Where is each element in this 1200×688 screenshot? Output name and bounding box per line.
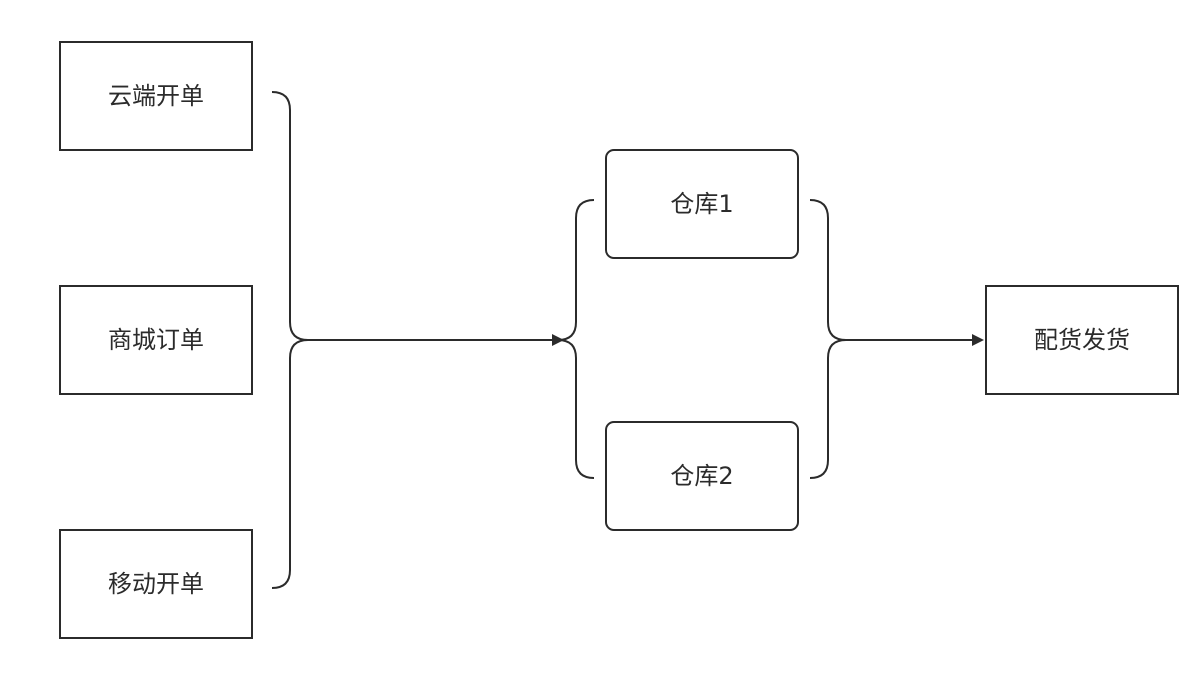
source-node-cloud-order[interactable]: 云端开单 xyxy=(59,41,253,151)
source-node-mobile-order[interactable]: 移动开单 xyxy=(59,529,253,639)
warehouse-node-label: 仓库2 xyxy=(670,462,733,490)
source-node-label: 商城订单 xyxy=(108,326,204,354)
warehouse-node-2[interactable]: 仓库2 xyxy=(605,421,799,531)
source-node-label: 云端开单 xyxy=(108,82,204,110)
warehouse-node-1[interactable]: 仓库1 xyxy=(605,149,799,259)
split-bracket-warehouses xyxy=(557,199,595,479)
warehouse-node-label: 仓库1 xyxy=(670,190,733,218)
target-node-label: 配货发货 xyxy=(1034,326,1130,354)
source-node-mall-order[interactable]: 商城订单 xyxy=(59,285,253,395)
source-node-label: 移动开单 xyxy=(108,570,204,598)
merge-bracket-warehouses xyxy=(809,199,847,479)
target-node-distribution[interactable]: 配货发货 xyxy=(985,285,1179,395)
merge-bracket-sources xyxy=(271,91,309,589)
